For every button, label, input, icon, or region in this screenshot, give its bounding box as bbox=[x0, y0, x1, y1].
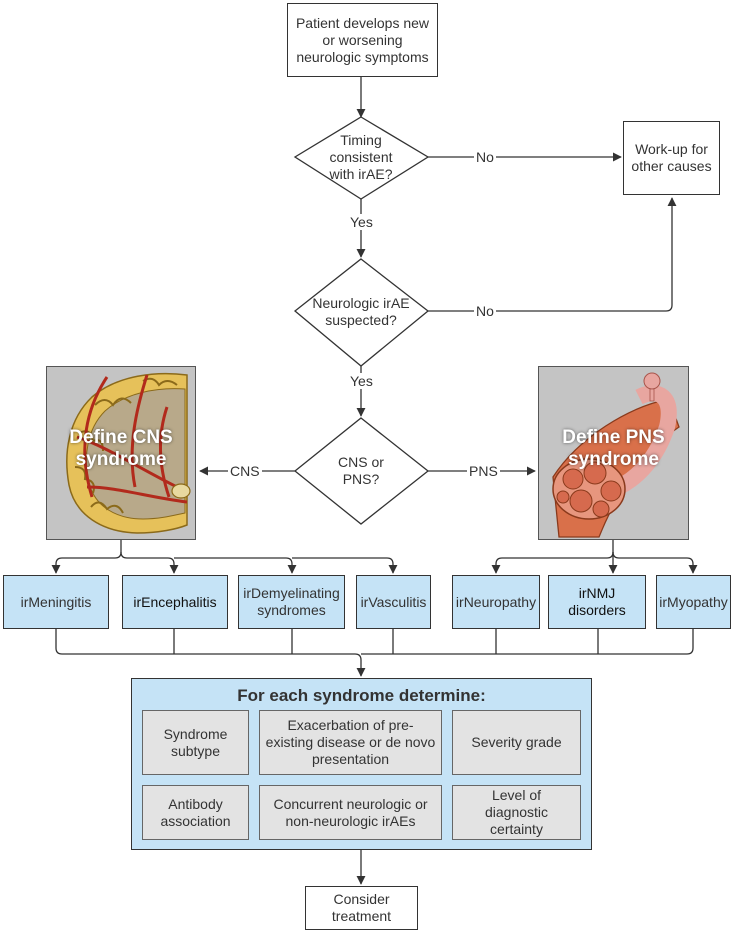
syndrome-irvasculitis: irVasculitis bbox=[356, 575, 431, 629]
criterion-syndrome-subtype: Syndrome subtype bbox=[142, 710, 249, 775]
syndrome-irencephalitis: irEncephalitis bbox=[122, 575, 228, 629]
criterion-label: Severity grade bbox=[471, 734, 562, 750]
syndrome-irdemyelinating: irDemyelinating syndromes bbox=[238, 575, 345, 629]
criterion-diagnostic-certainty: Level of diagnostic certainty bbox=[452, 785, 581, 840]
cns-pns-decision-text: CNS or PNS? bbox=[338, 454, 384, 487]
edge-label-cns: CNS bbox=[228, 463, 262, 479]
syndrome-irneuropathy: irNeuropathy bbox=[452, 575, 540, 629]
treatment-node-text: Consider treatment bbox=[331, 891, 392, 924]
syndrome-label: irVasculitis bbox=[360, 593, 427, 610]
syndrome-label: irMyopathy bbox=[659, 593, 728, 610]
edge-label-pns: PNS bbox=[467, 463, 500, 479]
criterion-label: Antibody association bbox=[160, 795, 231, 829]
criterion-exacerbation: Exacerbation of pre-existing disease or … bbox=[259, 710, 442, 775]
criterion-label: Syndrome subtype bbox=[163, 725, 228, 759]
syndrome-label: irNMJ disorders bbox=[568, 585, 626, 618]
criterion-antibody-association: Antibody association bbox=[142, 785, 249, 840]
criterion-severity-grade: Severity grade bbox=[452, 710, 581, 775]
brain-section-illustration bbox=[66, 372, 191, 534]
decision-timing-diamond bbox=[293, 116, 430, 200]
criterion-label: Exacerbation of pre-existing disease or … bbox=[265, 717, 436, 767]
workup-node-text: Work-up for other causes bbox=[631, 141, 712, 174]
syndrome-label: irDemyelinating syndromes bbox=[243, 585, 340, 618]
syndrome-irnmj: irNMJ disorders bbox=[548, 575, 646, 629]
timing-decision-text: Timing consistent with irAE? bbox=[329, 131, 393, 182]
start-node: Patient develops new or worsening neurol… bbox=[287, 3, 438, 77]
start-node-text: Patient develops new or worsening neurol… bbox=[295, 14, 430, 65]
pns-illustration-box: Define PNS syndrome bbox=[538, 366, 689, 540]
syndrome-irmeningitis: irMeningitis bbox=[3, 575, 109, 629]
decision-suspected-diamond bbox=[293, 258, 430, 367]
decision-cns-pns-diamond bbox=[293, 417, 430, 525]
define-pns-label: Define PNS syndrome bbox=[562, 427, 665, 470]
criterion-label: Level of diagnostic certainty bbox=[484, 787, 549, 837]
criterion-label: Concurrent neurologic or non-neurologic … bbox=[273, 795, 428, 829]
define-cns-label: Define CNS syndrome bbox=[69, 427, 173, 470]
edge-label-no-timing: No bbox=[474, 149, 496, 165]
workup-node: Work-up for other causes bbox=[623, 121, 720, 195]
edge-label-yes-suspected: Yes bbox=[348, 373, 375, 389]
edge-label-yes-timing: Yes bbox=[348, 214, 375, 230]
muscle-fiber-illustration bbox=[552, 372, 680, 538]
syndrome-label: irNeuropathy bbox=[455, 593, 537, 610]
syndrome-label: irEncephalitis bbox=[133, 593, 217, 610]
suspected-decision-text: Neurologic irAE suspected? bbox=[312, 295, 410, 328]
criterion-concurrent-iraes: Concurrent neurologic or non-neurologic … bbox=[259, 785, 442, 840]
determine-panel-title: For each syndrome determine: bbox=[237, 686, 486, 705]
syndrome-irmyopathy: irMyopathy bbox=[656, 575, 731, 629]
edge-label-no-suspected: No bbox=[474, 303, 496, 319]
cns-illustration-box: Define CNS syndrome bbox=[46, 366, 196, 540]
syndrome-label: irMeningitis bbox=[20, 593, 92, 610]
treatment-node: Consider treatment bbox=[305, 886, 418, 930]
